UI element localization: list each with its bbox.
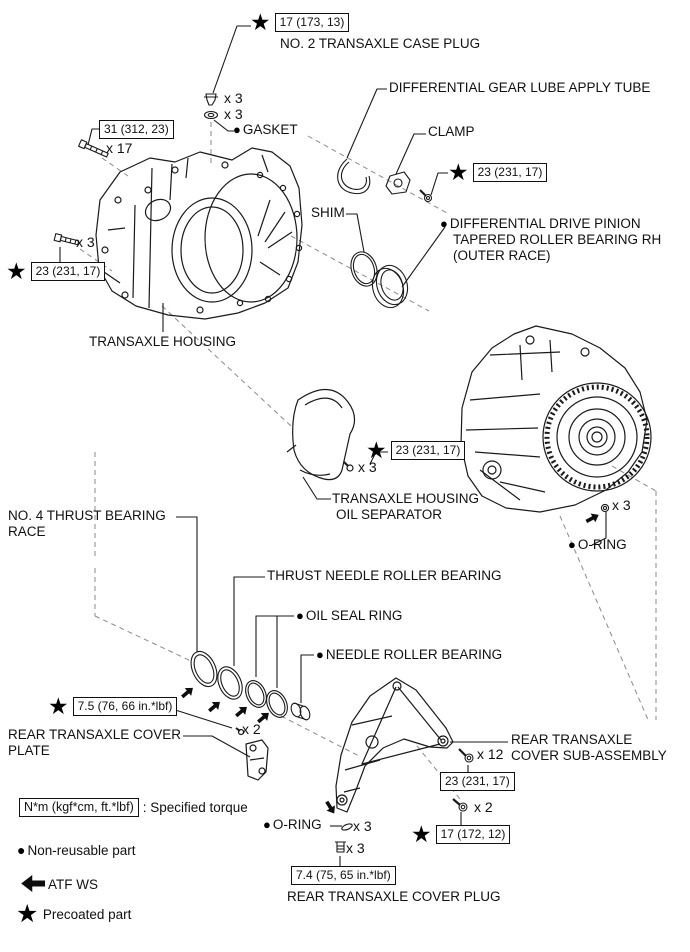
label-oil-separator: TRANSAXLE HOUSING OIL SEPARATOR: [332, 491, 480, 522]
torque-callout-housing-bolt-short: ★ 23 (231, 17): [6, 258, 106, 284]
label-gasket: ●GASKET: [233, 122, 298, 137]
legend-precoated: ★ Precoated part: [16, 900, 132, 928]
qty-cover-bolt-2: x 2: [474, 799, 493, 815]
small-parts: [53, 93, 610, 853]
torque-callout-cover-plate: ★ 7.5 (76, 66 in.*lbf): [48, 693, 178, 719]
legend-torque-caption: : Specified torque: [142, 799, 248, 815]
qty-o-ring-case: x 3: [612, 497, 631, 513]
leader-lines: [59, 25, 607, 866]
cover-plate-drawing: [235, 727, 269, 781]
qty-gasket: x 3: [224, 106, 243, 122]
qty-separator-bolt: x 3: [358, 459, 377, 475]
non-reusable-bullet-icon: ●: [296, 608, 304, 623]
label-o-ring-case: ●O-RING: [568, 537, 627, 552]
atf-ws-legend-arrow-icon: [21, 875, 45, 892]
torque-value-box: 17 (173, 13): [274, 12, 350, 32]
label-rear-cover-sub-assembly: REAR TRANSAXLE COVER SUB-ASSEMBLY: [511, 732, 667, 763]
precoated-star-icon: ★: [366, 437, 387, 463]
label-thrust-needle-roller-bearing: THRUST NEEDLE ROLLER BEARING: [267, 568, 502, 583]
label-o-ring-cover: ●O-RING: [263, 817, 322, 832]
legend-non-reusable: ●Non-reusable part: [17, 842, 136, 858]
precoated-star-icon: ★: [6, 258, 27, 284]
precoated-star-icon: ★: [250, 9, 271, 35]
torque-callout-clamp-bolt: ★ 23 (231, 17): [448, 159, 548, 185]
rear-cover-sub-assembly-drawing: [335, 677, 454, 813]
torque-value-box: 23 (231, 17): [30, 261, 106, 281]
torque-value-box: 23 (231, 17): [472, 162, 548, 182]
non-reusable-bullet-icon: ●: [440, 216, 448, 231]
legend-atf-ws: ATF WS: [48, 877, 98, 892]
qty-cover-plug: x 3: [346, 840, 365, 856]
qty-case-plug: x 3: [224, 90, 243, 106]
legend-specified-torque: N*m (kgf*cm, ft.*lbf) : Specified torque: [19, 798, 248, 817]
label-oil-seal-ring: ●OIL SEAL RING: [296, 608, 403, 623]
torque-value-box-housing-bolt-long: 31 (312, 23): [99, 120, 174, 139]
oil-separator-drawing: [286, 388, 356, 481]
non-reusable-bullet-icon: ●: [233, 122, 241, 137]
torque-value-box: 7.5 (76, 66 in.*lbf): [72, 696, 178, 716]
non-reusable-bullet-icon: ●: [568, 537, 576, 552]
precoated-star-icon: ★: [16, 900, 39, 928]
precoated-star-icon: ★: [448, 159, 469, 185]
torque-value-box-cover-bolt-12: 23 (231, 17): [440, 772, 515, 791]
qty-o-ring-cover: x 3: [353, 818, 372, 834]
label-needle-roller-bearing: ●NEEDLE ROLLER BEARING: [316, 647, 503, 662]
qty-housing-bolt-short: x 3: [76, 234, 95, 250]
precoated-star-icon: ★: [411, 821, 432, 847]
label-rear-cover-plate: REAR TRANSAXLE COVER PLATE: [8, 727, 182, 758]
qty-cover-plate: x 2: [242, 721, 261, 737]
torque-callout-separator-bolt: ★ 23 (231, 17): [366, 437, 466, 463]
label-no4-thrust-bearing-race: NO. 4 THRUST BEARING RACE: [8, 508, 166, 539]
non-reusable-bullet-icon: ●: [263, 817, 271, 832]
torque-value-box: 23 (231, 17): [390, 440, 466, 460]
atf-ws-arrows: [21, 513, 599, 892]
label-no2-transaxle-case-plug: NO. 2 TRANSAXLE CASE PLUG: [280, 36, 481, 51]
torque-value-box-cover-plug: 7.4 (75, 65 in.*lbf): [291, 866, 396, 885]
label-diff-drive-pinion-bearing: ●DIFFERENTIAL DRIVE PINION TAPERED ROLLE…: [440, 216, 662, 263]
non-reusable-bullet-icon: ●: [316, 647, 324, 662]
torque-callout-cover-bolt-2: ★ 17 (172, 12): [411, 821, 511, 847]
label-shim: SHIM: [311, 205, 345, 220]
qty-cover-bolt-12: x 12: [477, 746, 504, 762]
non-reusable-bullet-icon: ●: [17, 842, 26, 858]
transaxle-housing-drawing: [95, 147, 303, 320]
label-diff-gear-lube-apply-tube: DIFFERENTIAL GEAR LUBE APPLY TUBE: [389, 80, 651, 95]
torque-callout-case-plug: ★ 17 (173, 13): [250, 9, 350, 35]
label-rear-cover-plug: REAR TRANSAXLE COVER PLUG: [287, 889, 501, 904]
precoated-star-icon: ★: [48, 693, 69, 719]
torque-units-box: N*m (kgf*cm, ft.*lbf): [19, 798, 139, 817]
label-clamp: CLAMP: [428, 124, 475, 139]
torque-value-box: 17 (172, 12): [435, 824, 511, 844]
transaxle-assembly-drawing: [460, 325, 652, 513]
label-transaxle-housing: TRANSAXLE HOUSING: [89, 334, 237, 349]
qty-housing-bolt-long: x 17: [106, 140, 133, 156]
